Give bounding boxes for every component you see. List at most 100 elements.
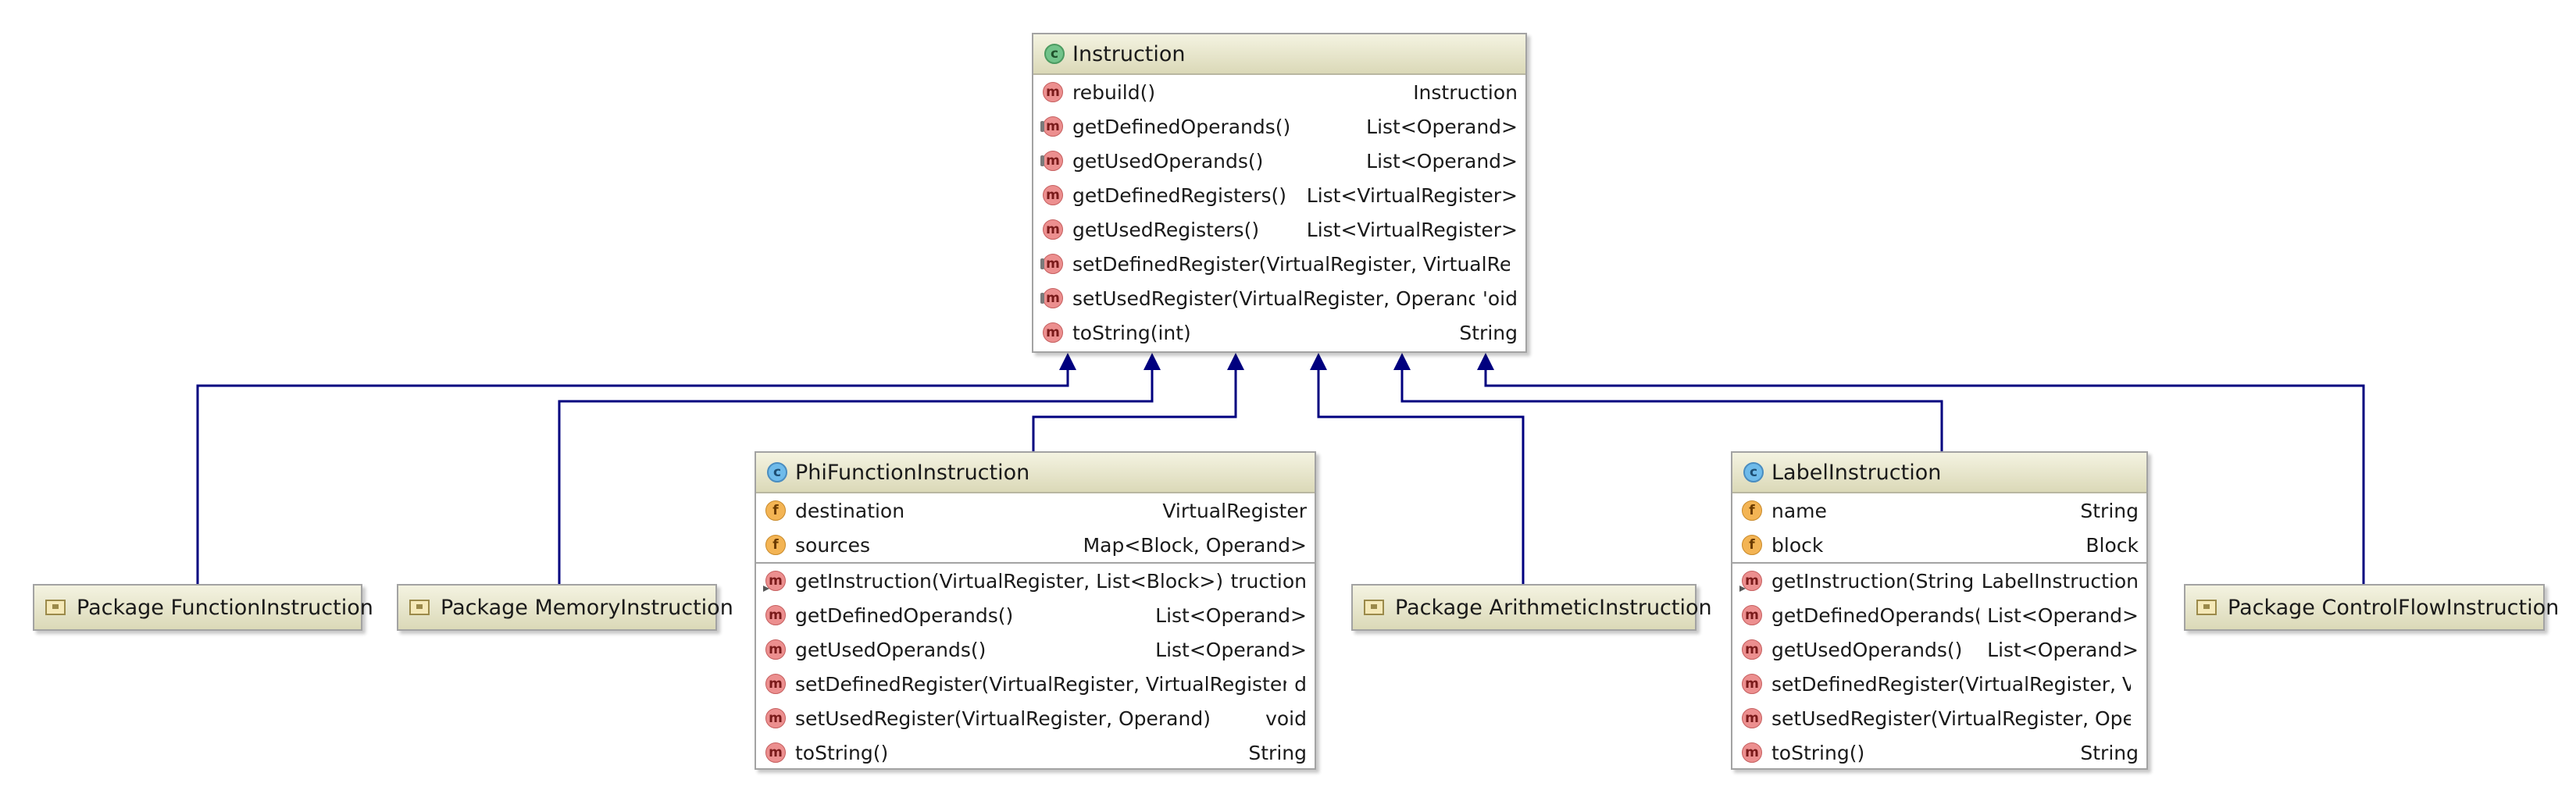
method-row[interactable]: m toString() String	[756, 735, 1315, 768]
method-icon: m	[1742, 674, 1762, 694]
method-name: toString()	[1771, 741, 1865, 764]
field-name: block	[1771, 533, 1824, 557]
method-name: setDefinedRegister(VirtualRegister, Virt…	[795, 672, 1287, 696]
method-row[interactable]: m getInstruction(VirtualRegister, List<Bl…	[756, 562, 1315, 598]
method-icon: m	[1043, 185, 1063, 205]
method-name: getDefinedRegisters()	[1072, 183, 1286, 207]
package-icon	[45, 600, 66, 615]
class-header: c LabelInstruction	[1732, 453, 2146, 493]
method-name: setUsedRegister(VirtualRegister, Operand…	[795, 707, 1211, 730]
return-type: List<Operand>	[1155, 638, 1307, 661]
field-icon: f	[765, 500, 786, 521]
class-icon: c	[767, 462, 787, 482]
package-arithmetic-instruction[interactable]: Package ArithmeticInstruction	[1351, 584, 1712, 631]
field-name: destination	[795, 499, 905, 522]
return-type: LabelInstruction	[1981, 569, 2139, 593]
class-title: PhiFunctionInstruction	[795, 460, 1030, 485]
return-type: List<VirtualRegister>	[1306, 183, 1518, 207]
inheritance-arrowhead	[1310, 353, 1327, 370]
method-name: getDefinedOperands()	[1771, 603, 1980, 627]
class-title: Instruction	[1072, 41, 1186, 66]
abstract-method-icon: m	[1040, 116, 1063, 137]
inheritance-arrowhead	[1059, 353, 1076, 370]
class-phi-function-instruction[interactable]: c PhiFunctionInstruction f destination Vir…	[755, 451, 1316, 770]
package-icon	[1364, 600, 1384, 615]
inheritance-arrowhead	[1393, 353, 1411, 370]
package-label: Package ControlFlowInstruction	[2228, 595, 2560, 620]
method-icon: m	[1742, 639, 1762, 660]
package-label: Package FunctionInstruction	[77, 595, 373, 620]
edge-controlflow-to-instruction	[1484, 368, 2365, 584]
return-type: List<Operand>	[1366, 149, 1518, 173]
return-type: truction	[1230, 569, 1307, 593]
inheritance-arrowhead	[1477, 353, 1494, 370]
method-icon: m	[1043, 219, 1063, 240]
method-name: toString()	[795, 741, 889, 764]
inheritance-arrowhead	[1227, 353, 1244, 370]
class-header: c Instruction	[1033, 34, 1525, 75]
edge-label-to-instruction	[1400, 368, 1943, 451]
package-function-instruction[interactable]: Package FunctionInstruction	[33, 584, 373, 631]
inheritance-arrowhead	[1144, 353, 1161, 370]
edge-function-to-instruction	[196, 368, 1069, 584]
static-method-icon: m	[1742, 571, 1762, 591]
return-type: List<Operand>	[1155, 603, 1307, 627]
return-type: String	[1459, 321, 1518, 344]
method-row[interactable]: m getUsedOperands() List<Operand>	[1033, 144, 1525, 178]
package-memory-instruction[interactable]: Package MemoryInstruction	[397, 584, 733, 631]
abstract-method-icon: m	[1040, 151, 1063, 171]
return-type: String	[1248, 741, 1307, 764]
package-icon	[2196, 600, 2217, 615]
method-icon: m	[1043, 322, 1063, 343]
return-type: List<Operand>	[1987, 638, 2139, 661]
field-name: sources	[795, 533, 871, 557]
method-name: getInstruction(VirtualRegister, List<Blo…	[795, 569, 1223, 593]
field-icon: f	[765, 535, 786, 555]
field-type: VirtualRegister	[1162, 499, 1307, 522]
abstract-method-icon: m	[1040, 254, 1063, 274]
method-name: rebuild()	[1072, 80, 1156, 104]
method-icon: m	[765, 639, 786, 660]
return-type: String	[2080, 741, 2139, 764]
method-row[interactable]: m setDefinedRegister(VirtualRegister, Vir…	[1732, 667, 2146, 701]
method-name: setUsedRegister(VirtualRegister, Opera	[1771, 707, 2131, 730]
method-row[interactable]: m toString() String	[1732, 735, 2146, 768]
method-name: getUsedOperands()	[1072, 149, 1264, 173]
edge-memory-to-instruction	[558, 368, 1154, 584]
field-type: Block	[2085, 533, 2139, 557]
field-row[interactable]: f destination VirtualRegister	[756, 493, 1315, 528]
edge-arithmetic-to-instruction	[1317, 368, 1525, 584]
class-title: LabelInstruction	[1771, 460, 1942, 485]
method-row[interactable]: m getDefinedRegisters() List<VirtualRegist…	[1033, 178, 1525, 212]
method-icon: m	[1742, 742, 1762, 763]
class-header: c PhiFunctionInstruction	[756, 453, 1315, 493]
method-icon: m	[1742, 605, 1762, 625]
method-name: getUsedRegisters()	[1072, 218, 1260, 241]
method-name: setDefinedRegister(VirtualRegister, Virt	[1771, 672, 2131, 696]
method-icon: m	[765, 742, 786, 763]
return-type: Instruction	[1413, 80, 1518, 104]
method-name: setUsedRegister(VirtualRegister, Operand…	[1072, 287, 1475, 310]
package-controlflow-instruction[interactable]: Package ControlFlowInstruction	[2184, 584, 2559, 631]
abstract-class-icon: c	[1044, 44, 1065, 64]
static-method-icon: m	[765, 571, 786, 591]
